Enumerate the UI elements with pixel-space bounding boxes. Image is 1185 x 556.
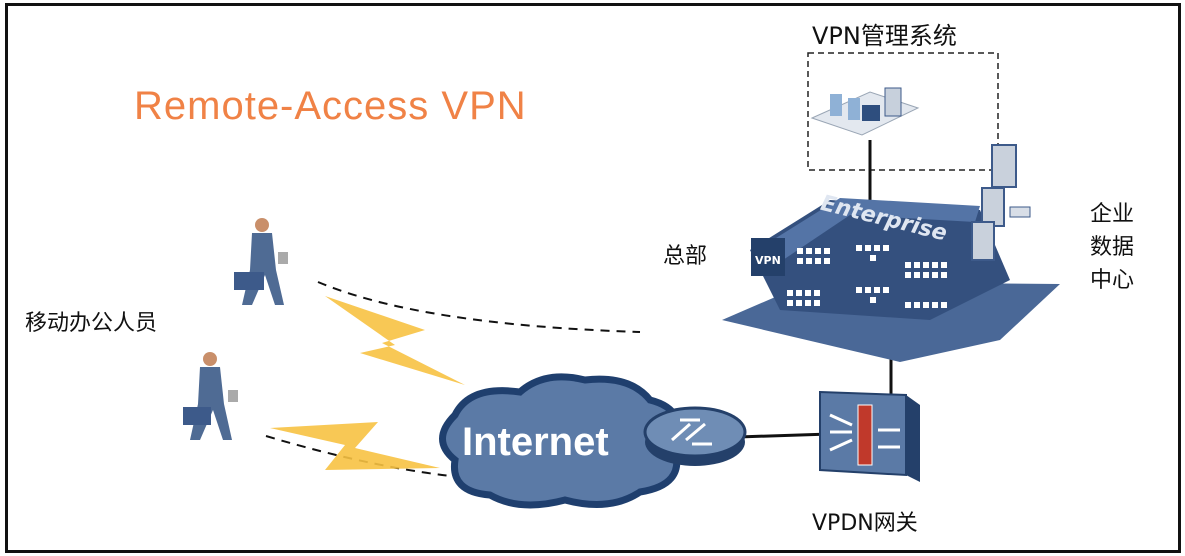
lightning-icon (325, 296, 465, 385)
diagram-title: Remote-Access VPN (134, 84, 527, 128)
datacenter-label-line: 中心 (1090, 268, 1135, 293)
vpn-mgmt-box (807, 52, 999, 171)
mobile-user-icon (234, 218, 288, 305)
datacenter-label: 企业 数据 中心 (1090, 198, 1134, 297)
datacenter-servers-icon (971, 144, 1031, 261)
mobile-user-icon (183, 352, 238, 440)
edge-internet-gateway (737, 432, 831, 439)
internet-label: Internet (462, 420, 609, 464)
enterprise-building-icon: Enterprise VPN (722, 191, 1060, 362)
router-icon (643, 406, 747, 466)
vpdn-gateway-firewall-icon (819, 390, 920, 482)
lightning-icon (270, 422, 440, 470)
tunnel-user1-hq (317, 281, 641, 333)
vpn-mgmt-server-icon (810, 87, 920, 136)
building-vpn-badge: VPN (755, 254, 781, 267)
vpdn-gateway-label: VPDN网关 (812, 511, 918, 536)
hq-label: 总部 (663, 244, 708, 269)
datacenter-label-line: 数据 (1090, 235, 1135, 260)
vpn-mgmt-label: VPN管理系统 (812, 22, 957, 50)
mobile-users-label: 移动办公人员 (25, 311, 158, 336)
datacenter-label-line: 企业 (1090, 202, 1135, 227)
